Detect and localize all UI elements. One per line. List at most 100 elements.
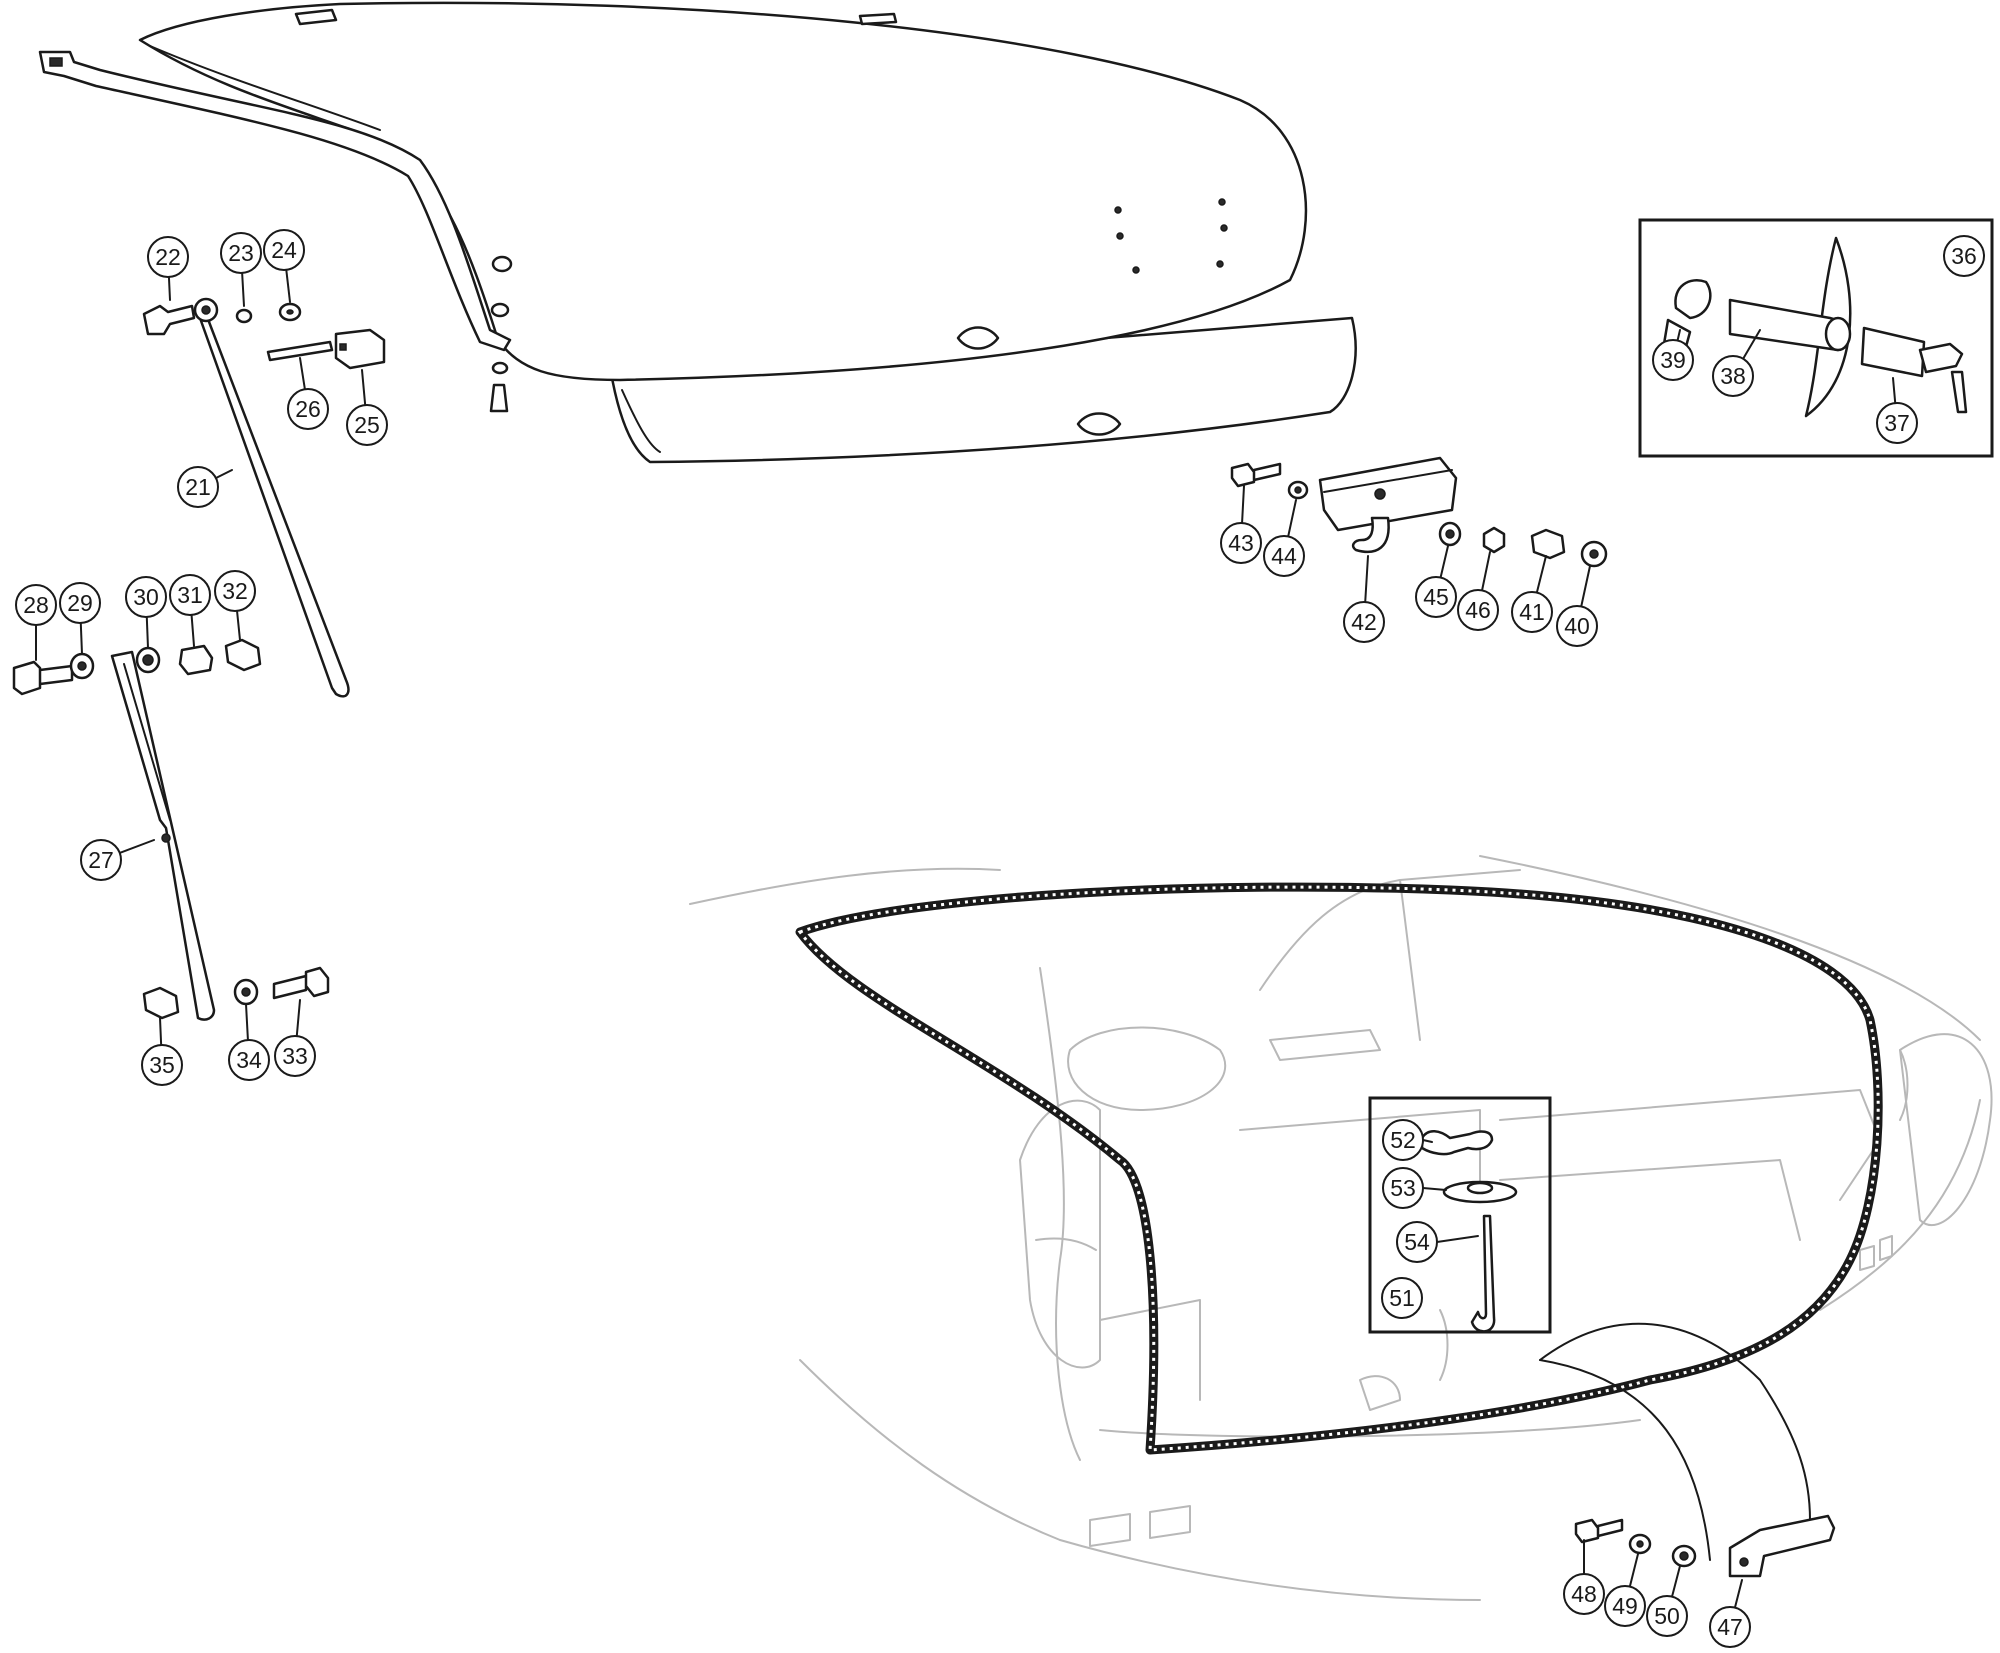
callout-51: 51 — [1381, 1277, 1423, 1319]
leader-line — [1422, 1187, 1447, 1191]
callout-labels: 21 22 23 24 25 26 27 28 29 30 31 32 33 3… — [15, 229, 1985, 1648]
callout-45-label: 45 — [1423, 584, 1449, 610]
nut-32 — [224, 638, 262, 672]
callout-35-label: 35 — [149, 1052, 175, 1078]
callout-45: 45 — [1415, 576, 1457, 618]
skin-handle-boss — [1076, 412, 1122, 436]
callout-54-label: 54 — [1404, 1229, 1430, 1255]
callout-30: 30 — [125, 576, 167, 618]
callout-48: 48 — [1563, 1573, 1605, 1615]
callout-28-label: 28 — [23, 592, 49, 618]
callout-37-label: 37 — [1884, 410, 1910, 436]
callout-53-label: 53 — [1390, 1175, 1416, 1201]
callout-23-label: 23 — [228, 240, 254, 266]
callout-43-label: 43 — [1228, 530, 1254, 556]
stay-rod-assembly — [142, 297, 386, 698]
callout-39: 39 — [1652, 339, 1694, 381]
callout-47: 47 — [1709, 1606, 1751, 1648]
lock-inset — [1638, 218, 1994, 458]
clamp-inset-frame — [1368, 1096, 1552, 1334]
callout-31: 31 — [169, 574, 211, 616]
hook-bolt-54 — [1470, 1214, 1496, 1333]
wing-nut-52 — [1420, 1130, 1494, 1156]
nut-35 — [142, 986, 180, 1020]
callout-28: 28 — [15, 584, 57, 626]
callout-33: 33 — [274, 1035, 316, 1077]
callout-37: 37 — [1876, 402, 1918, 444]
callout-36: 36 — [1943, 235, 1985, 277]
pin-26 — [266, 340, 334, 362]
lid-hinge — [38, 50, 512, 352]
bolt-22 — [142, 304, 196, 336]
lock-key — [1918, 342, 1968, 414]
spacer-31 — [178, 644, 214, 676]
callout-27: 27 — [80, 839, 122, 881]
callout-44: 44 — [1263, 535, 1305, 577]
block-25 — [334, 328, 386, 370]
callout-26: 26 — [287, 388, 329, 430]
spare-wheel-clamp-inset — [1368, 1096, 1552, 1334]
bolt-33 — [272, 966, 330, 1000]
strut-27 — [110, 650, 216, 1021]
callout-52: 52 — [1382, 1119, 1424, 1161]
callout-54: 54 — [1396, 1221, 1438, 1263]
callout-35: 35 — [141, 1044, 183, 1086]
lock-inset-frame — [1638, 218, 1994, 458]
striker-assembly — [1230, 456, 1608, 568]
bolt-48 — [1574, 1518, 1624, 1544]
callout-39-label: 39 — [1660, 347, 1686, 373]
callout-23: 23 — [220, 232, 262, 274]
nut-46 — [1482, 526, 1506, 554]
lock-clip-39 — [1674, 279, 1712, 320]
callout-30-label: 30 — [133, 584, 159, 610]
callout-47-label: 47 — [1717, 1614, 1743, 1640]
callout-25: 25 — [346, 404, 388, 446]
bolt-28 — [12, 660, 74, 696]
callout-21-label: 21 — [185, 474, 211, 500]
callout-22: 22 — [147, 236, 189, 278]
callout-24-label: 24 — [271, 237, 297, 263]
lid-fastener-holes — [1114, 198, 1228, 274]
hinge-bracket-47 — [1728, 1514, 1836, 1578]
callout-43: 43 — [1220, 522, 1262, 564]
callout-29-label: 29 — [67, 590, 93, 616]
callout-29: 29 — [59, 582, 101, 624]
callout-42-label: 42 — [1351, 609, 1377, 635]
callout-27-label: 27 — [88, 847, 114, 873]
hinge-bracket-assembly — [1539, 1322, 1836, 1578]
callout-46: 46 — [1457, 589, 1499, 631]
callout-32: 32 — [214, 570, 256, 612]
callout-51-label: 51 — [1389, 1285, 1415, 1311]
callout-48-label: 48 — [1571, 1581, 1597, 1607]
callout-31-label: 31 — [177, 582, 203, 608]
leader-line — [1436, 1235, 1479, 1243]
lid-handle-boss — [956, 326, 1000, 350]
callout-25-label: 25 — [354, 412, 380, 438]
callout-21: 21 — [177, 466, 219, 508]
callout-41-label: 41 — [1519, 599, 1545, 625]
callout-49-label: 49 — [1612, 1593, 1638, 1619]
callout-38-label: 38 — [1720, 363, 1746, 389]
callout-52-label: 52 — [1390, 1127, 1416, 1153]
leader-line — [1422, 1139, 1433, 1143]
callout-26-label: 26 — [295, 396, 321, 422]
callout-32-label: 32 — [222, 578, 248, 604]
callout-44-label: 44 — [1271, 543, 1297, 569]
callout-50-label: 50 — [1654, 1603, 1680, 1629]
callout-33-label: 33 — [282, 1043, 308, 1069]
lock-cylinder-37 — [1860, 326, 1926, 378]
callout-53: 53 — [1382, 1167, 1424, 1209]
leader-lines — [35, 249, 1898, 1628]
nut-41 — [1530, 528, 1566, 560]
callout-41: 41 — [1511, 591, 1553, 633]
washer-23 — [235, 308, 253, 324]
callout-50: 50 — [1646, 1595, 1688, 1637]
callout-38: 38 — [1712, 355, 1754, 397]
callout-34: 34 — [228, 1039, 270, 1081]
callout-42: 42 — [1343, 601, 1385, 643]
callout-36-label: 36 — [1951, 243, 1977, 269]
support-strut-assembly — [12, 638, 330, 1021]
stay-rod — [198, 312, 350, 698]
bolt-43 — [1230, 462, 1282, 488]
callout-22-label: 22 — [155, 244, 181, 270]
